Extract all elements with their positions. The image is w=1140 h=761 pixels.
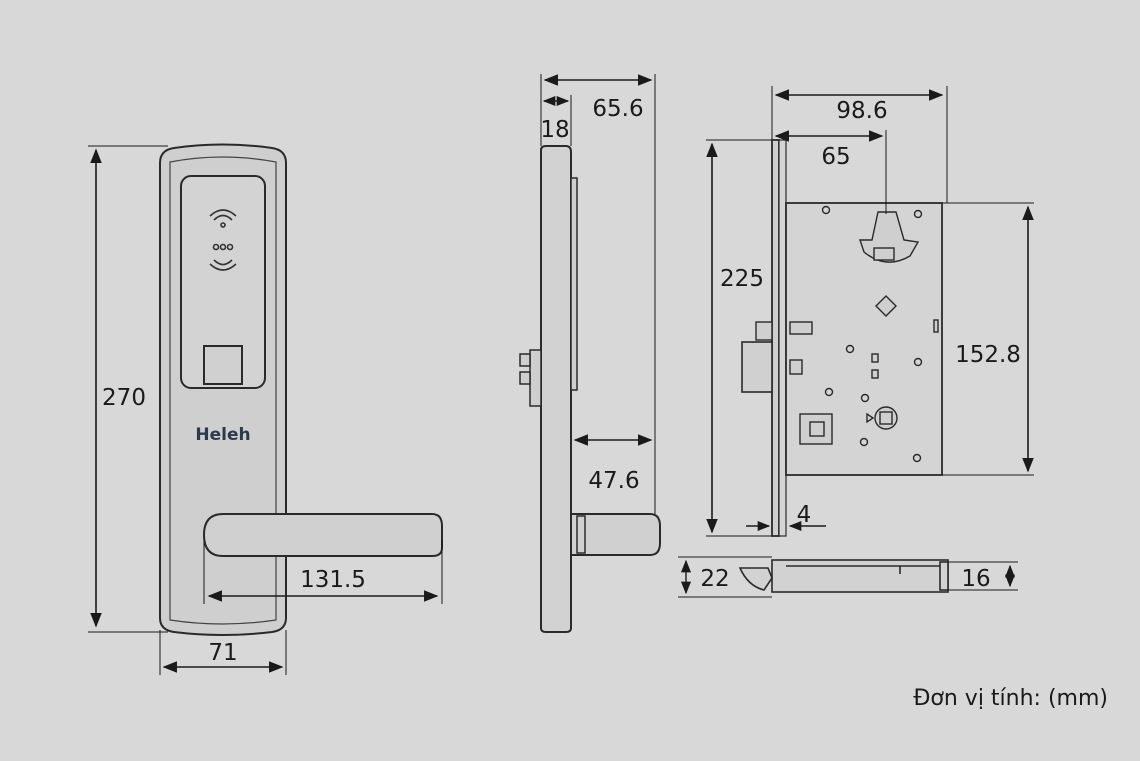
dim-latch-height: 16 <box>961 566 990 592</box>
brand-logo: Heleh <box>195 425 250 445</box>
unit-note: Đơn vị tính: (mm) <box>913 686 1108 711</box>
rfid-icon <box>209 209 237 271</box>
dim-case-height: 152.8 <box>955 342 1021 368</box>
side-handle <box>570 513 661 556</box>
dim-width: 71 <box>208 640 237 666</box>
front-view: Heleh 270 71 131.5 <box>88 143 443 675</box>
mortise-view: 98.6 65 225 152.8 4 22 <box>678 86 1034 598</box>
dim-backset-total: 98.6 <box>836 98 887 124</box>
card-reader-panel <box>180 175 266 389</box>
latch-detail <box>738 559 949 593</box>
dim-backset: 65 <box>821 144 850 170</box>
side-plate <box>540 145 572 633</box>
dim-height: 270 <box>102 385 146 411</box>
side-view: 65.6 18 47.6 <box>519 74 661 633</box>
dim-plate-depth: 18 <box>540 117 569 143</box>
dim-total-depth: 65.6 <box>592 96 643 122</box>
dim-faceplate-height: 225 <box>720 266 764 292</box>
dim-handle-depth: 47.6 <box>588 468 639 494</box>
mortise-faceplate <box>771 139 780 537</box>
key-cover <box>203 345 243 385</box>
dim-latch-width: 22 <box>700 566 729 592</box>
dim-handle-length: 131.5 <box>300 567 366 593</box>
lever-handle <box>202 513 443 557</box>
dim-faceplate-thickness: 4 <box>797 502 812 528</box>
